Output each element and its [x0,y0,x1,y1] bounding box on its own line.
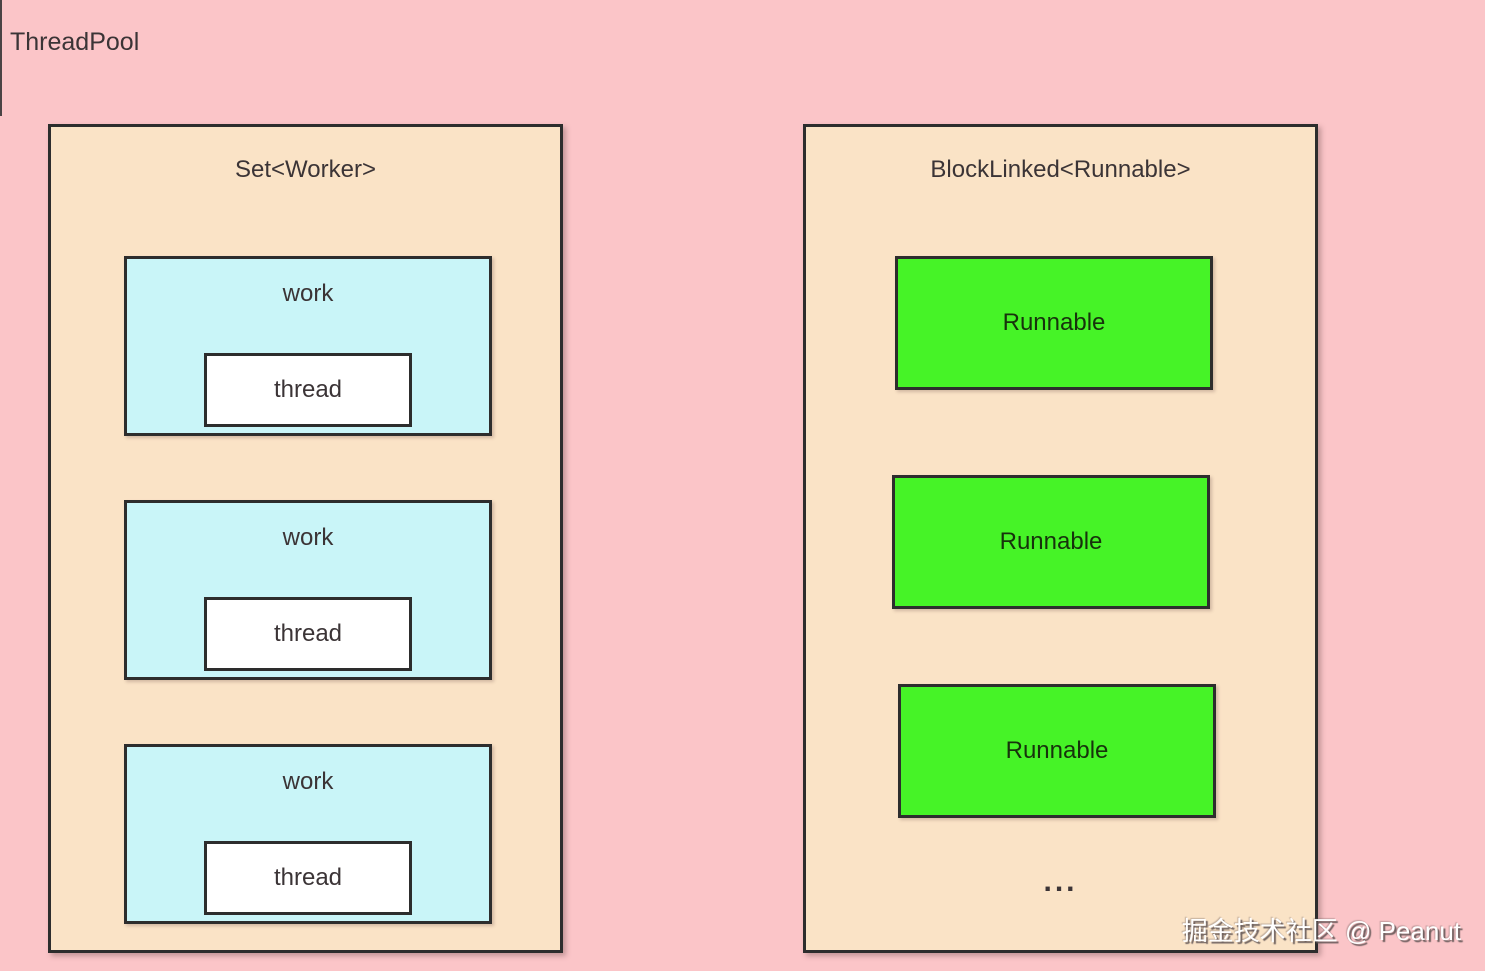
set-worker-panel: Set<Worker> work thread work thread work… [48,124,563,953]
work-box-3: work thread [124,744,492,924]
watermark: 掘金技术社区 @ Peanut [1181,916,1461,946]
diagram-title: ThreadPool [10,28,140,56]
thread-box-2: thread [204,597,412,671]
runnable-box-2: Runnable [892,475,1210,609]
block-linked-panel-title: BlockLinked<Runnable> [930,156,1191,183]
left-edge-line [0,0,2,116]
runnable-box-1: Runnable [895,256,1213,390]
queue-ellipsis: ... [1043,865,1078,898]
set-worker-panel-title: Set<Worker> [235,156,376,183]
work-box-2: work thread [124,500,492,680]
work-box-1: work thread [124,256,492,436]
work-label-3: work [282,768,334,795]
work-label-1: work [282,280,334,307]
work-label-2: work [282,524,334,551]
runnable-box-3: Runnable [898,684,1216,818]
thread-box-1: thread [204,353,412,427]
block-linked-panel: BlockLinked<Runnable> Runnable Runnable … [803,124,1318,953]
thread-box-3: thread [204,841,412,915]
